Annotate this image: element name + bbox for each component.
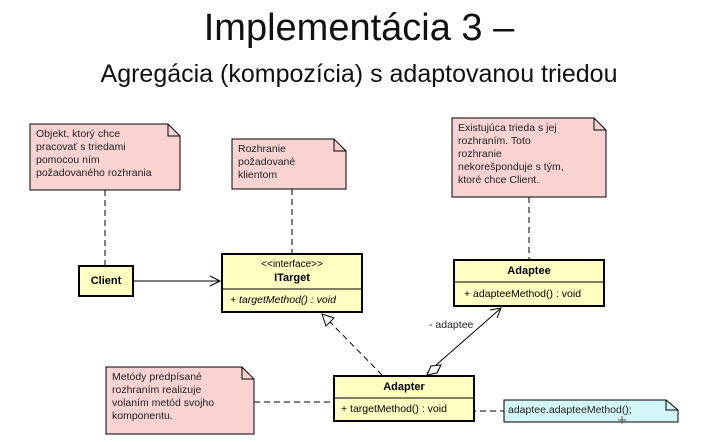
itarget-class-box — [221, 253, 363, 313]
cursor-mark — [618, 416, 626, 424]
itarget-note-shape — [231, 138, 347, 190]
client-itarget-arrowhead — [209, 275, 222, 287]
adapter-class-name: Adapter — [383, 381, 425, 393]
adapter-itarget-realization — [329, 321, 383, 376]
client-class-name: Client — [90, 275, 122, 287]
adaptee-note-fold — [593, 118, 606, 131]
client-class-box — [78, 265, 134, 297]
itarget-note-text: Rozhranie požadované klientom — [238, 143, 296, 181]
slide-title: Implementácia 3 – — [203, 7, 515, 49]
itarget-note-fold — [333, 139, 346, 152]
realization-triangle — [321, 313, 335, 327]
itarget-class-name: ITarget — [274, 272, 310, 284]
adapter-operation: + targetMethod() : void — [341, 403, 447, 415]
adapter-note-text: Metódy predpísané rozhraním realizuje vo… — [112, 371, 215, 422]
aggregation-arrowhead — [489, 307, 502, 319]
adapter-note-shape — [105, 366, 255, 435]
aggregation-diamond — [426, 364, 442, 376]
adaptee-role-label: - adaptee — [429, 319, 474, 331]
itarget-operation: + targetMethod() : void — [230, 294, 336, 306]
code-note-shape — [503, 399, 679, 423]
client-note-text: Objekt, ktorý chce pracovať s triedami p… — [36, 128, 152, 179]
itarget-stereotype: <<interface>> — [261, 259, 323, 270]
client-note-shape — [29, 123, 181, 191]
adapter-adaptee-aggregation — [426, 308, 501, 374]
adaptee-class-name: Adaptee — [507, 265, 551, 277]
code-note-fold — [665, 400, 678, 411]
client-note-fold — [167, 124, 180, 137]
slide-subtitle: Agregácia (kompozícia) s adaptovanou tri… — [100, 60, 618, 88]
adapter-note-fold — [241, 367, 254, 380]
adaptee-note-shape — [451, 117, 607, 198]
adaptee-class-box — [453, 259, 605, 307]
code-note-text: adaptee.adapteeMethod(); — [508, 404, 632, 416]
adaptee-note-text: Existujúca trieda s jej rozhraním. Toto … — [458, 122, 564, 186]
adaptee-operation: + adapteeMethod() : void — [464, 288, 582, 300]
